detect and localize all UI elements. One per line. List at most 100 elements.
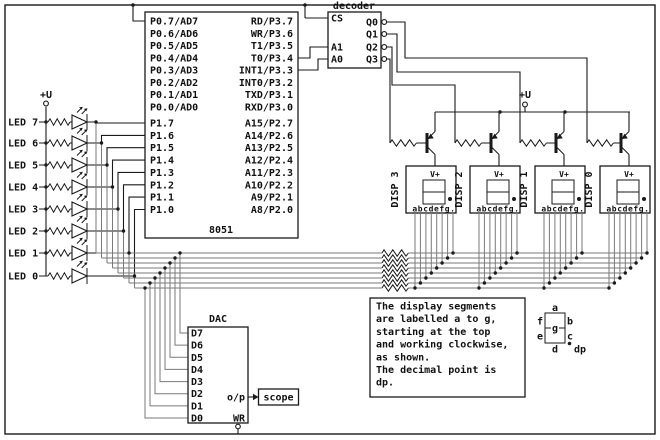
display-module-2: V+ DISP 2 abcdefg. [454,165,521,288]
mcu-pin-label: P1.7 [150,119,174,130]
border-wire [4,4,656,435]
mcu-pin-label: P0.6/AD6 [150,29,198,40]
segment-label-a: a [552,303,558,314]
decoder-name: decoder [333,1,375,12]
mcu-pin-label: A9/P2.1 [251,193,293,204]
note: The display segments are labelled a to g… [369,297,526,398]
mcu-pin-label: TXD/P3.1 [245,90,293,101]
note-line: The decimal point is [376,364,496,376]
dac-input-label: D0 [191,414,203,425]
mcu-pin-label: P0.4/AD4 [150,53,198,64]
led-supply-label: +U [40,90,52,101]
supply-terminal [43,100,49,107]
decoder-input-label: A1 [331,43,343,54]
led-label: LED 6 [8,139,38,150]
led-label: LED 4 [8,183,38,194]
arrow-icon [253,393,259,401]
dac-input-label: D3 [191,377,203,388]
mcu-pin-label: P1.6 [150,131,174,142]
display-module-0: V+ DISP 0 abcdefg. [584,165,651,288]
mcu-pin-label: A10/P2.2 [245,180,293,191]
mcu-pin-label: P1.5 [150,143,174,154]
display-segment-pin-labels: abcdefg. [541,205,584,214]
dac-input-label: D1 [191,401,203,412]
mcu-box [144,11,299,239]
decoder-output-label: Q3 [366,55,378,66]
dac-input-label: D2 [191,389,203,400]
dac-write-inverter-circle [235,423,241,430]
led-label: LED 7 [8,118,38,129]
mcu-pin-label: P1.2 [150,180,174,191]
led-label: LED 0 [8,272,38,283]
mcu-pin-label: A12/P2.4 [245,156,293,167]
note-line: and working clockwise, [376,339,508,351]
segment-label-f: f [537,317,543,328]
display-name: DISP 0 [584,171,595,207]
mcu-right-pin-labels: RD/P3.7 WR/P3.6 T1/P3.5 T0/P3.4 INT1/P3.… [239,17,293,217]
mcu-pin-label: T1/P3.5 [251,41,293,52]
display-supply-label: +U [519,90,531,101]
decoder-output-label: Q0 [366,18,378,29]
dac-box [187,326,249,424]
display-module-1: V+ DISP 1 abcdefg. [519,165,586,288]
segment-key: a g f e b c d dp [537,303,586,356]
mcu-pin-label: A14/P2.6 [245,131,293,142]
segment-bus [95,122,649,419]
scope: scope [257,388,300,406]
decimal-point-icon [567,341,572,346]
display-driver-transistors [425,112,631,166]
mcu-pin-label: P1.1 [150,193,174,204]
mcu-pin-label: INT0/P3.2 [239,78,293,89]
note-line: as shown. [376,352,430,363]
decoder-input-wires [298,17,328,71]
dac-input-label: D5 [191,353,203,364]
display-name: DISP 3 [390,171,401,207]
mcu-pin-label: WR/P3.6 [251,29,293,40]
transistor-base-resistors [389,139,621,147]
mcu-left-pin-labels: P0.7/AD7 P0.6/AD6 P0.5/AD5 P0.4/AD4 P0.3… [150,17,198,217]
mcu-name: 8051 [209,225,233,236]
note-box [369,297,526,398]
segment-label-d: d [552,345,558,356]
led-label: LED 5 [8,161,38,172]
mcu-pin-label: P0.5/AD5 [150,41,198,52]
decoder: decoder CS A1 A0 Q0 Q1 Q2 Q3 [298,1,388,71]
mcu-pin-label: P0.0/AD0 [150,103,198,114]
led-bank: +U LED 7 LED 6 LED 5 LED 4 LED 3 LED 2 L… [8,90,145,285]
decoder-input-label: A0 [331,55,343,66]
mcu-pin-label: A11/P2.3 [245,168,293,179]
note-line: dp. [376,378,394,389]
junction-dots [44,3,649,290]
dac-input-label: D4 [191,365,203,376]
decoder-input-label: CS [331,14,343,25]
decoder-output-inverter-circles [381,19,388,62]
mcu-pin-label: RD/P3.7 [251,17,293,28]
mcu-pin-label: P0.7/AD7 [150,17,198,28]
note-line: The display segments [376,301,496,313]
scope-label: scope [263,393,293,404]
display-vplus-label: V+ [559,170,569,179]
dac-name: DAC [209,314,227,325]
segment-label-e: e [537,332,543,343]
mcu-pin-label: P1.3 [150,168,174,179]
display-name: DISP 2 [454,171,465,207]
segment-label-dp: dp [574,345,586,356]
led-row-circuits [39,106,135,285]
dac: DAC D7 D6 D5 D4 D3 D2 D1 D0 o/p WR [187,314,259,434]
mcu-pin-label: P0.2/AD2 [150,78,198,89]
decoder-box [327,11,382,69]
led-label: LED 1 [8,249,38,260]
display-module-3: V+ DISP 3 abcdefg. [390,165,457,288]
decoder-output-label: Q1 [366,30,378,41]
note-line: starting at the top [376,326,490,338]
mcu-pin-label: T0/P3.4 [251,53,293,64]
mcu-pin-label: P0.3/AD3 [150,66,198,77]
mcu-pin-label: INT1/P3.3 [239,66,293,77]
display-segment-pin-labels: abcdefg. [606,205,649,214]
dac-write-label: WR [233,414,246,425]
dac-input-label: D7 [191,329,203,340]
display-segment-pin-labels: abcdefg. [412,205,455,214]
led-label: LED 3 [8,205,38,216]
note-line: are labelled a to g, [376,314,496,325]
mcu-pin-label: A8/P2.0 [251,205,293,216]
